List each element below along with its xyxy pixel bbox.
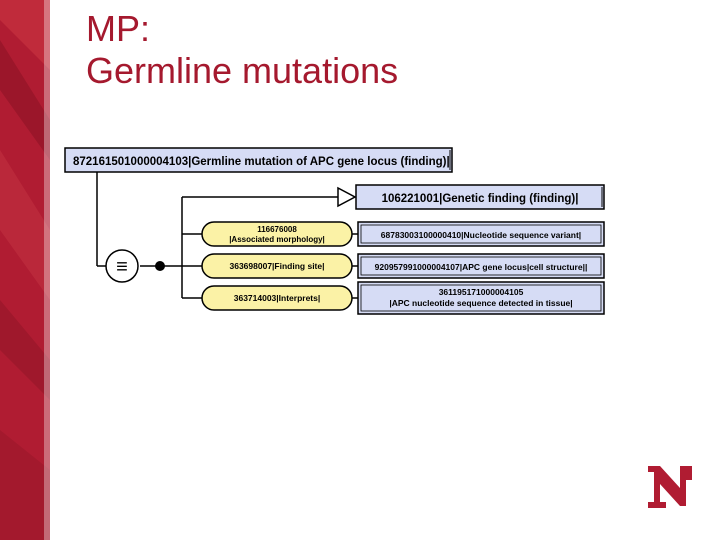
value-label: 920957991000004107|APC gene locus|cell s… [375,262,588,272]
value-label-line-2: |APC nucleotide sequence detected in tis… [389,298,572,308]
value-apc-gene-locus: 920957991000004107|APC gene locus|cell s… [357,253,605,279]
conjunction-dot-icon [155,261,165,271]
slide-title: MP: Germline mutations [86,8,398,92]
is-a-arrow-icon [337,186,357,208]
attribute-interprets: 363714003|Interprets| [201,285,353,311]
attribute-name-line-2: |Associated morphology| [229,235,325,244]
equivalence-icon: ≡ [116,256,128,278]
root-concept-label: 872161501000004103|Germline mutation of … [73,156,450,168]
value-nucleotide-sequence-variant: 68783003100000410|Nucleotide sequence va… [357,221,605,247]
attribute-name: 363698007|Finding site| [230,261,325,271]
value-label: 68783003100000410|Nucleotide sequence va… [381,230,581,240]
attribute-associated-morphology: 116676008 |Associated morphology| [201,221,353,247]
sidebar-decoration [0,0,50,540]
attribute-finding-site: 363698007|Finding site| [201,253,353,279]
parent-concept-box: 106221001|Genetic finding (finding)| [355,184,605,210]
root-concept-box: 872161501000004103|Germline mutation of … [64,147,453,173]
attribute-name-line-1: 116676008 [257,225,297,234]
title-line-1: MP: [86,8,151,49]
value-label-line-1: 361195171000004105 [439,287,524,297]
attribute-name: 363714003|Interprets| [234,293,321,303]
role-group-node: ≡ [105,249,139,283]
title-line-2: Germline mutations [86,50,399,91]
parent-concept-label: 106221001|Genetic finding (finding)| [382,193,579,205]
value-apc-nucleotide-sequence: 361195171000004105 |APC nucleotide seque… [357,281,605,315]
university-n-logo-icon [648,466,692,508]
